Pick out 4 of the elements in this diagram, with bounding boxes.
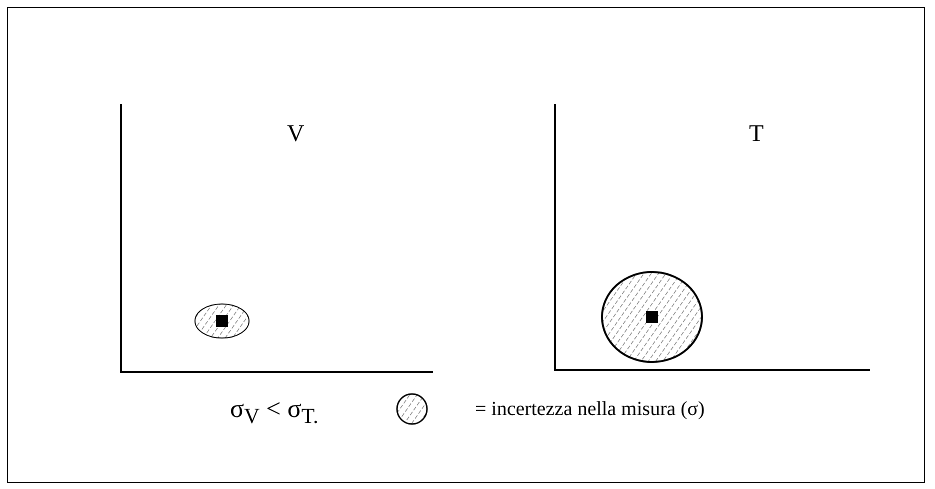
plot-title: T — [749, 122, 764, 146]
formula-text: σ$_{V}$ < σ$_{T.}$ — [230, 396, 318, 428]
legend-text: = incertezza nella misura (σ) — [475, 399, 705, 419]
plot-title: V — [287, 122, 304, 146]
